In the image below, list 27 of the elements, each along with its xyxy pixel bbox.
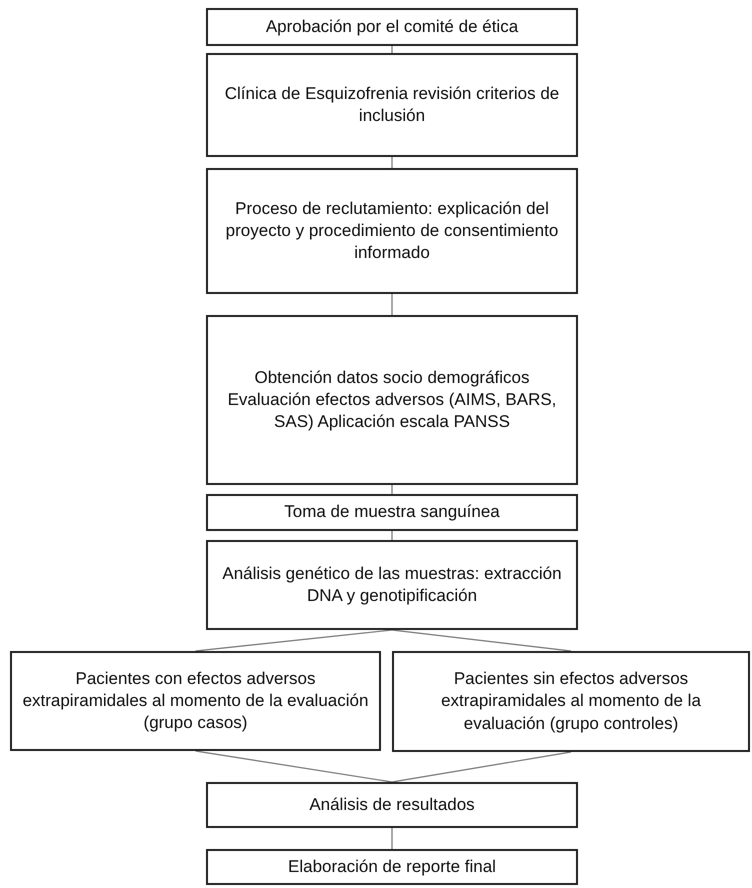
connector-line <box>391 828 393 849</box>
process-box <box>206 540 578 630</box>
connector-line <box>391 157 393 168</box>
process-box <box>392 651 750 752</box>
connector-line <box>391 294 393 315</box>
step-text: Proceso de reclutamiento: explicación del proyecto y procedimiento de consentimiento informado <box>224 198 560 264</box>
process-box <box>206 8 578 46</box>
process-box <box>206 53 578 157</box>
step-text: Pacientes con efectos adversos extrapiramidales al momento de la evaluación (grupo casos) <box>22 668 369 734</box>
connector-line <box>392 751 572 783</box>
process-box <box>206 494 578 531</box>
process-box <box>206 315 578 485</box>
connector-line <box>195 629 392 652</box>
step-text: Pacientes sin efectos adversos extrapiramidales al momento de la evaluación (grupo controles) <box>440 668 702 735</box>
step-text: Obtención datos socio demográficos Evaluación efectos adversos (AIMS, BARS, SAS) Aplicación escala PANSS <box>226 366 558 434</box>
process-box <box>10 651 381 751</box>
connector-line <box>392 629 572 652</box>
step-text: Análisis genético de las muestras: extracción DNA y genotipificación <box>221 562 563 607</box>
connector-line <box>195 750 392 783</box>
step-text: Toma de muestra sanguínea <box>284 501 500 524</box>
step-text: Clínica de Esquizofrenia revisión criterios de inclusión <box>224 82 560 127</box>
step-text: Aprobación por el comité de ética <box>266 16 518 38</box>
step-text: Análisis de resultados <box>309 794 475 816</box>
process-box <box>206 849 578 885</box>
step-text: Elaboración de reporte final <box>288 856 496 878</box>
process-box <box>206 168 578 294</box>
process-box <box>206 782 578 828</box>
